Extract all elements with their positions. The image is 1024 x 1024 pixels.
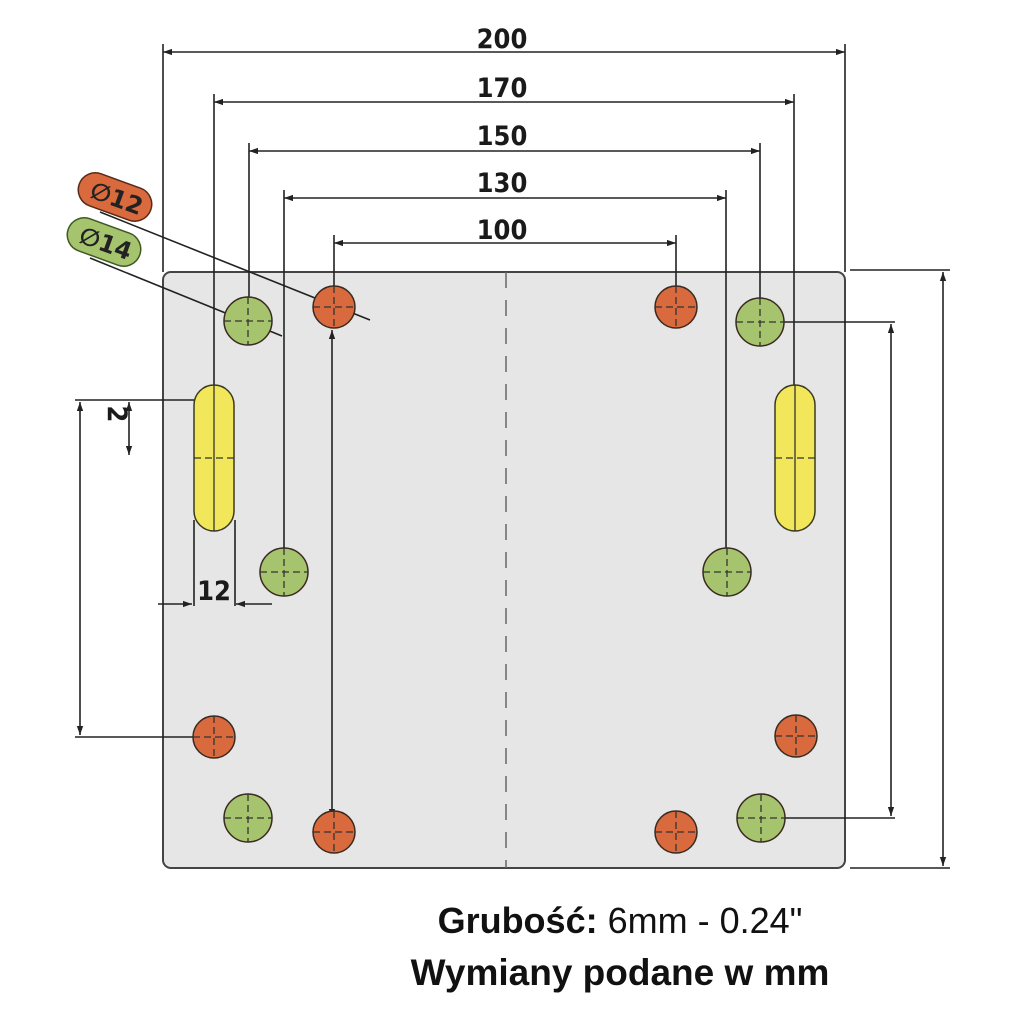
hole-14-mid-left <box>259 547 309 597</box>
holes <box>192 285 818 854</box>
hole-12-mid-left <box>192 715 236 759</box>
dim-label-130: 130 <box>477 168 528 199</box>
slot-right <box>774 384 816 532</box>
hole-12-bottom-right <box>654 810 698 854</box>
thickness-caption: Grubość: 6mm - 0.24" <box>0 900 1024 942</box>
hole-14-top-right <box>735 297 785 347</box>
thickness-value: 6mm - 0.24" <box>597 900 803 941</box>
dim-label-100: 100 <box>477 215 528 246</box>
dim-label-150: 150 <box>477 121 528 152</box>
hole-12-top-right <box>654 285 698 329</box>
slot-offset-label: 2 <box>101 406 132 423</box>
slot-width-label: 12 <box>197 576 231 607</box>
units-caption: Wymiany podane w mm <box>410 952 830 993</box>
hole-14-top-left <box>223 296 273 346</box>
hole-14-mid-right <box>702 547 752 597</box>
horizontal-dimensions <box>162 44 846 572</box>
hole-14-bottom-left <box>223 793 273 843</box>
hole-12-mid-right <box>774 714 818 758</box>
dim-label-170: 170 <box>477 73 528 104</box>
thickness-label: Grubość: <box>437 900 598 941</box>
dim-label-200: 200 <box>477 24 528 55</box>
hole-12-top-left <box>312 285 356 329</box>
hole-14-bottom-right <box>736 793 786 843</box>
auxiliary-dimensions <box>75 211 950 869</box>
hole-12-bottom-left <box>312 810 356 854</box>
slot-left <box>193 384 235 532</box>
